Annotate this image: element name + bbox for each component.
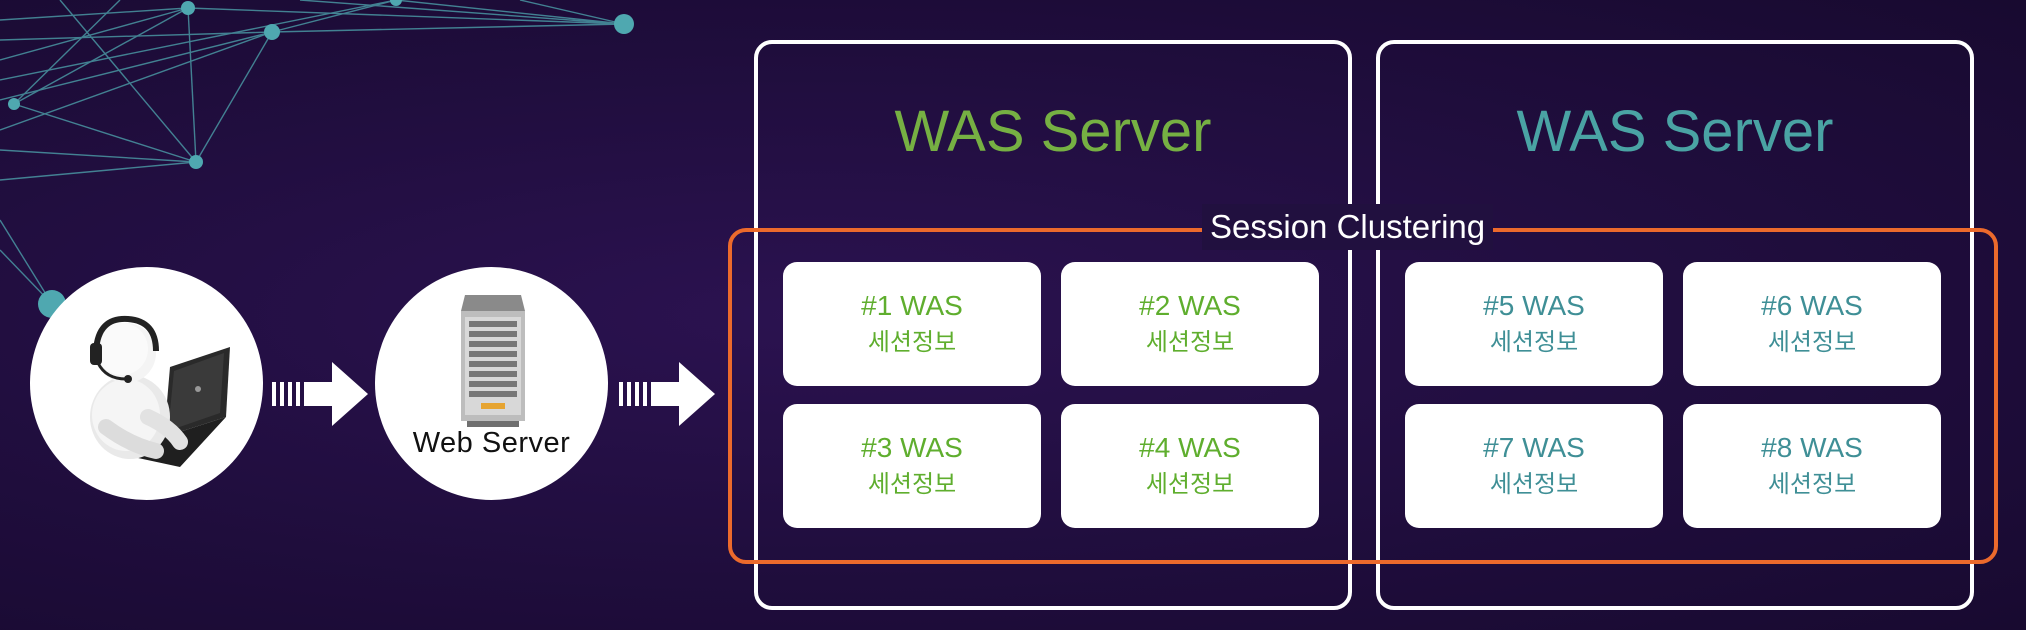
- was-node-session: 세션정보: [1489, 328, 1579, 356]
- web-server-node: Web Server: [375, 267, 608, 500]
- was-node-card-5: #5 WAS 세션정보: [1405, 262, 1663, 386]
- arrow-right-icon: [619, 362, 715, 426]
- was-node-session: 세션정보: [1145, 470, 1235, 498]
- was-node-name: #2 WAS: [1139, 290, 1241, 321]
- was-node-session: 세션정보: [867, 470, 957, 498]
- session-clustering-label: Session Clustering: [1202, 204, 1494, 250]
- was-node-session: 세션정보: [1767, 328, 1857, 356]
- was-node-card-6: #6 WAS 세션정보: [1683, 262, 1941, 386]
- arrow-right-icon: [272, 362, 368, 426]
- was-node-name: #8 WAS: [1761, 432, 1863, 463]
- was-node-session: 세션정보: [1489, 470, 1579, 498]
- was-node-session: 세션정보: [1767, 470, 1857, 498]
- was-node-name: #6 WAS: [1761, 290, 1863, 321]
- was-node-card-2: #2 WAS 세션정보: [1061, 262, 1319, 386]
- was-node-card-4: #4 WAS 세션정보: [1061, 404, 1319, 528]
- network-background-graphic: [0, 0, 634, 318]
- was-node-name: #7 WAS: [1483, 432, 1585, 463]
- web-server-label: Web Server: [412, 427, 571, 459]
- was-server-title-1: WAS Server: [894, 99, 1212, 164]
- was-node-name: #3 WAS: [861, 432, 963, 463]
- was-node-session: 세션정보: [1145, 328, 1235, 356]
- was-node-name: #5 WAS: [1483, 290, 1585, 321]
- was-server-title-2: WAS Server: [1516, 99, 1834, 164]
- client-node: [30, 267, 263, 500]
- was-node-card-7: #7 WAS 세션정보: [1405, 404, 1663, 528]
- was-node-card-8: #8 WAS 세션정보: [1683, 404, 1941, 528]
- was-node-name: #1 WAS: [861, 290, 963, 321]
- was-node-card-3: #3 WAS 세션정보: [783, 404, 1041, 528]
- was-node-session: 세션정보: [867, 328, 957, 356]
- headset-user-laptop-icon: [90, 315, 230, 467]
- was-server-box-2: WAS Server: [1376, 40, 1974, 610]
- was-node-name: #4 WAS: [1139, 432, 1241, 463]
- server-rack-icon: [461, 295, 525, 427]
- was-node-card-1: #1 WAS 세션정보: [783, 262, 1041, 386]
- was-server-box-1: WAS Server: [754, 40, 1352, 610]
